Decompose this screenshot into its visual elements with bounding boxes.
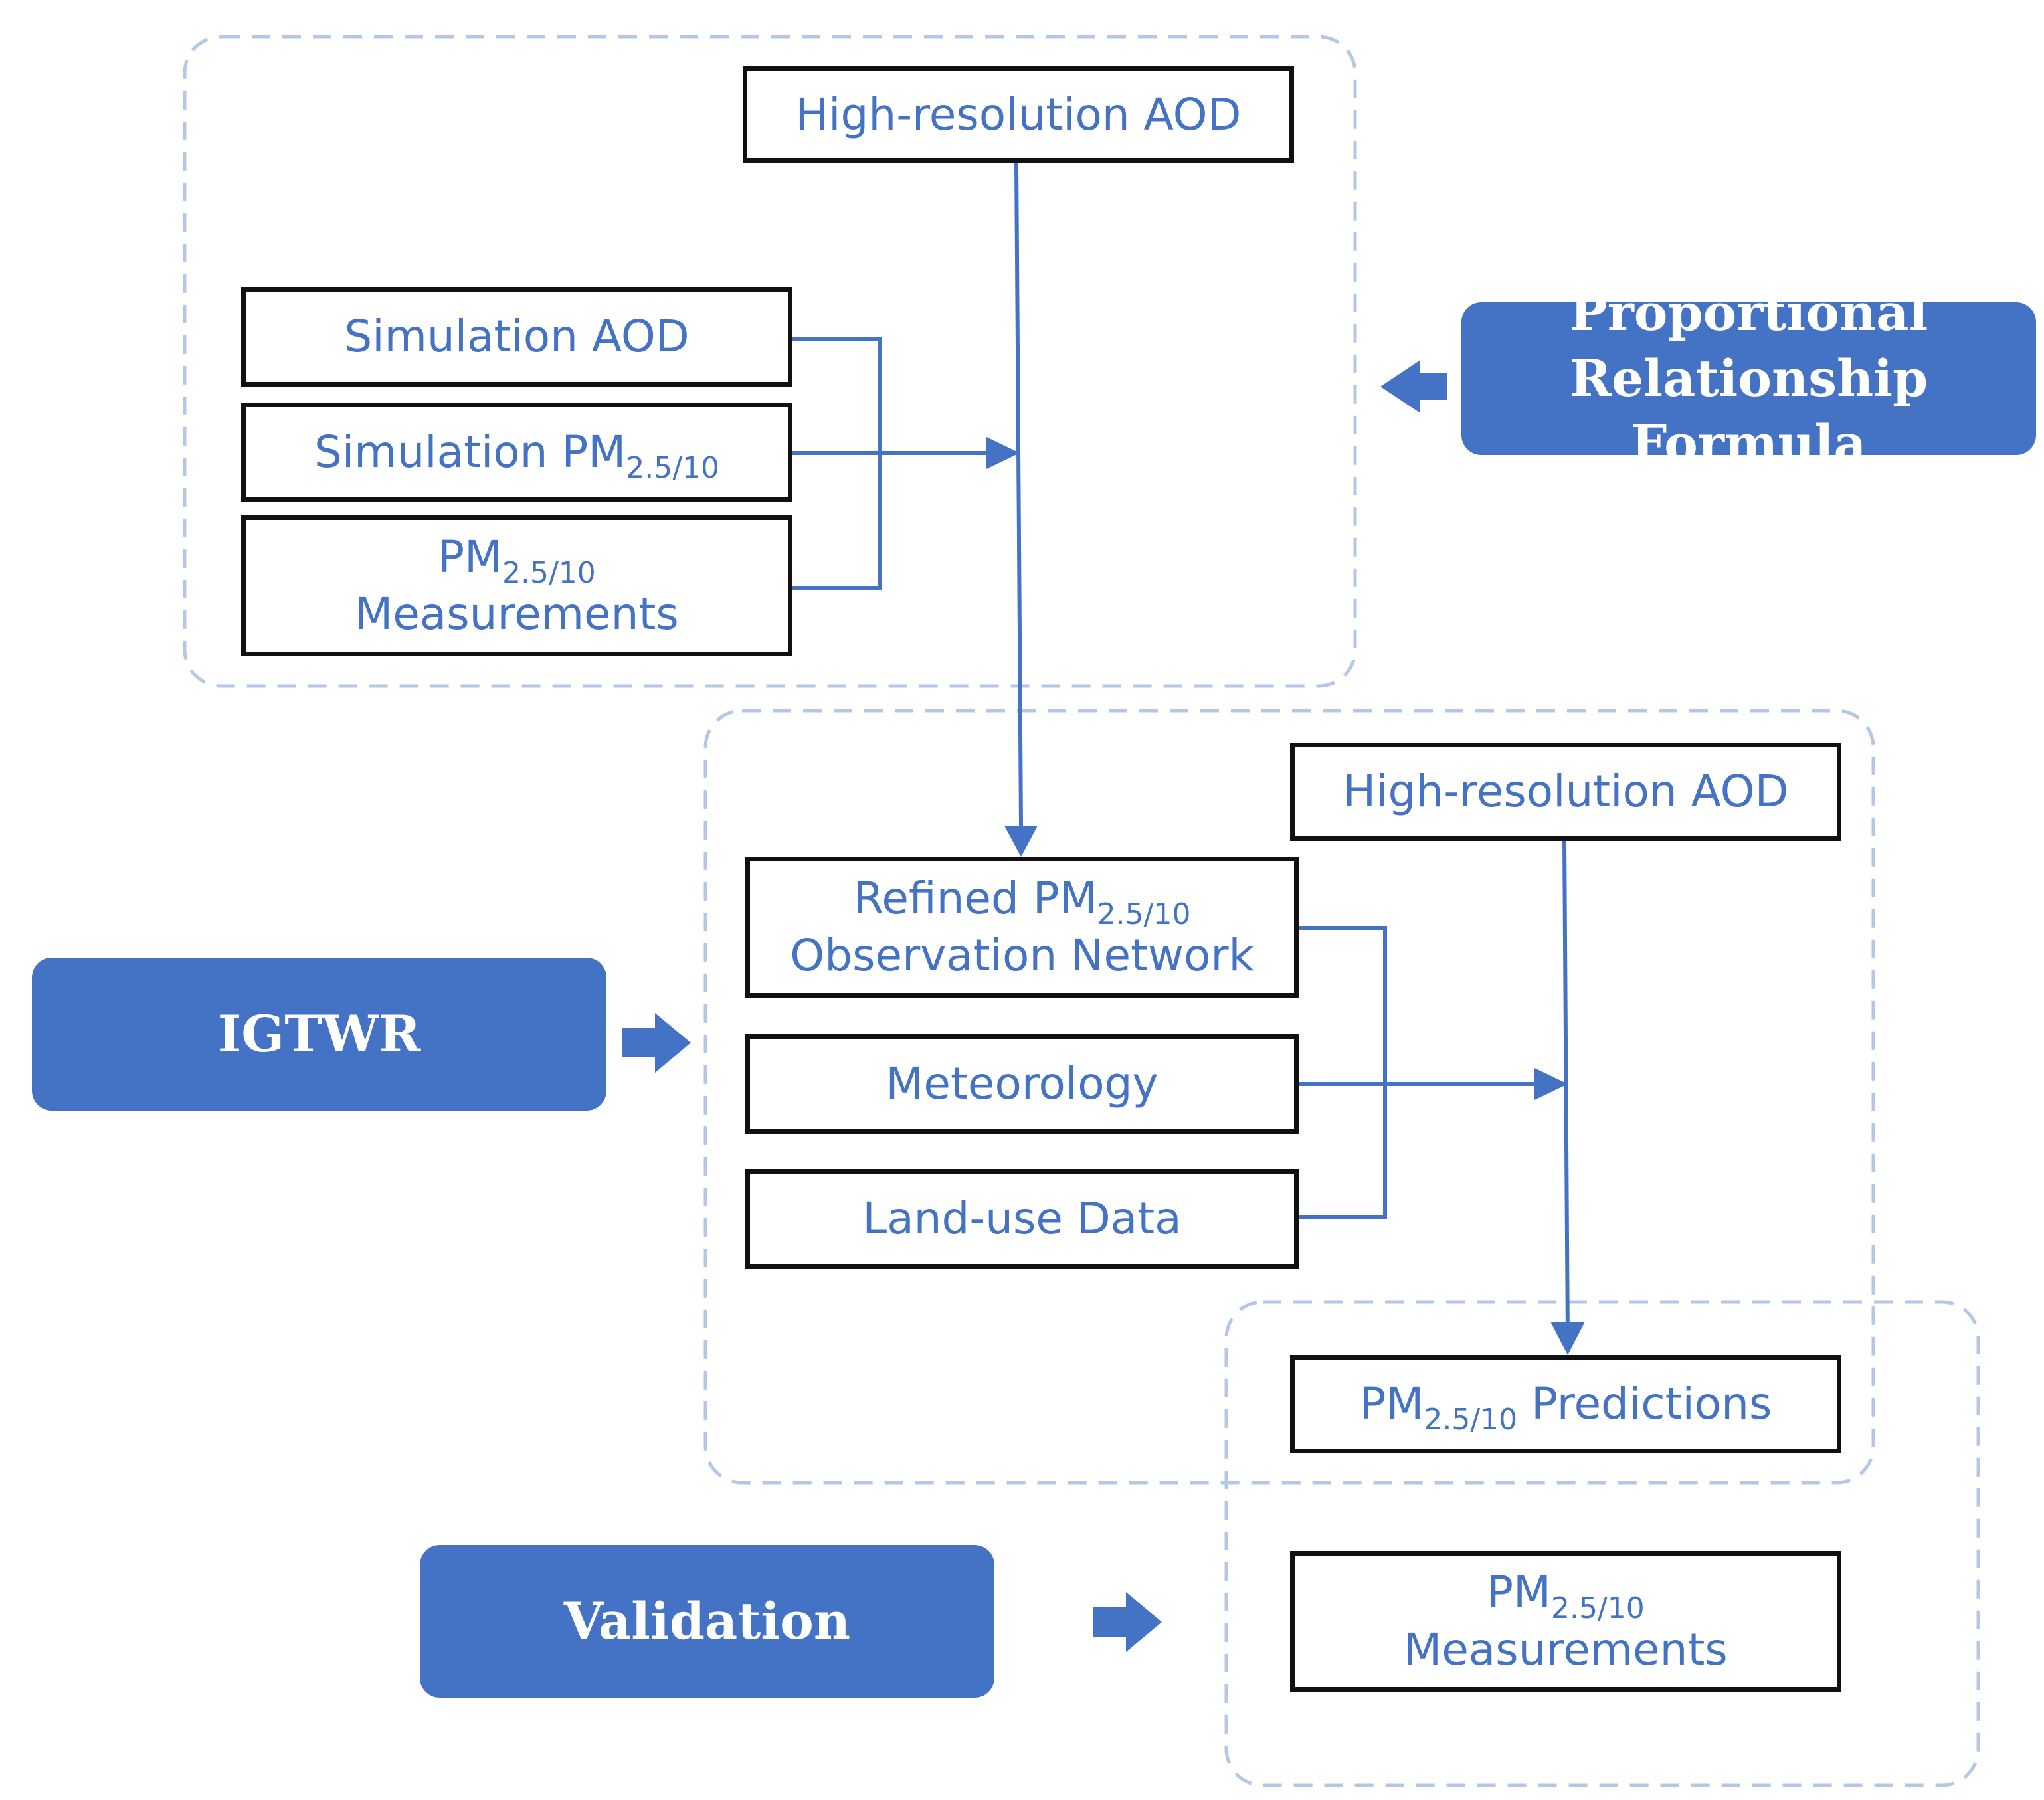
simulation-aod-box: Simulation AOD: [241, 287, 792, 387]
land-use-data-label: Land-use Data: [862, 1193, 1182, 1245]
connector-hr-aod-to-refined: [1014, 162, 1023, 826]
meteorology-label: Meteorology: [885, 1058, 1159, 1110]
arrowhead-sim-to-main: [986, 437, 1020, 469]
igtwr-box: IGTWR: [32, 958, 606, 1111]
pm-predictions-box: PM2.5/10 Predictions: [1290, 1355, 1841, 1453]
simulation-pm-prefix: Simulation PM: [314, 426, 626, 478]
proportional-line1: Proportional: [1569, 282, 1928, 342]
pm-measurements-top-line1: PM2.5/10: [438, 529, 596, 588]
refined-pm-observation-network-box: Refined PM2.5/10 Observation Network: [745, 857, 1299, 998]
arrowhead-to-refined: [1004, 826, 1038, 857]
high-resolution-aod-top-box: High-resolution AOD: [743, 66, 1294, 163]
validation-box: Validation: [420, 1545, 994, 1698]
simulation-pm-label: Simulation PM2.5/10: [314, 424, 719, 483]
refined-pm-subscript: 2.5/10: [1097, 897, 1191, 932]
block-arrow-igtwr: [622, 1013, 691, 1073]
pm-measurements-bottom-line2: Measurements: [1404, 1624, 1728, 1675]
pm-measurements-bottom-box: PM2.5/10 Measurements: [1290, 1551, 1841, 1692]
refined-pm-prefix: Refined PM: [853, 873, 1097, 925]
high-resolution-aod-top-label: High-resolution AOD: [795, 88, 1242, 140]
refined-pm-line2: Observation Network: [790, 930, 1254, 981]
arrowhead-meteorology-to-main: [1534, 1068, 1568, 1100]
proportional-line2: Relationship Formula: [1569, 348, 1928, 474]
igtwr-label: IGTWR: [217, 1004, 421, 1063]
refined-pm-line1: Refined PM2.5/10: [853, 870, 1191, 929]
pm-measurements-bottom-line1: PM2.5/10: [1487, 1564, 1645, 1623]
block-arrow-validation: [1093, 1592, 1162, 1652]
connector-hr-aod-to-predictions: [1562, 840, 1570, 1342]
pm-predictions-subscript: 2.5/10: [1424, 1403, 1518, 1437]
simulation-pm-subscript: 2.5/10: [626, 451, 720, 486]
simulation-pm-box: Simulation PM2.5/10: [241, 403, 792, 502]
pm-predictions-prefix: PM: [1359, 1378, 1424, 1430]
validation-label: Validation: [563, 1591, 851, 1651]
meteorology-box: Meteorology: [745, 1034, 1299, 1134]
pm-predictions-label: PM2.5/10 Predictions: [1359, 1376, 1772, 1435]
group-outline-top: [183, 35, 1357, 688]
pm-measurements-bottom-prefix: PM: [1487, 1567, 1551, 1619]
group-outline-middle: [703, 709, 1875, 1485]
proportional-relationship-formula-box: Proportional Relationship Formula: [1461, 283, 2036, 473]
pm-measurements-bottom-subscript: 2.5/10: [1550, 1591, 1645, 1626]
block-arrow-proportional: [1380, 360, 1447, 413]
land-use-data-box: Land-use Data: [745, 1169, 1299, 1269]
pm-measurements-top-subscript: 2.5/10: [502, 556, 596, 590]
pm-measurements-top-line2: Measurements: [355, 588, 679, 640]
pm-predictions-suffix: Predictions: [1531, 1378, 1772, 1430]
bracket-simulation-inputs: [792, 337, 882, 590]
pm-measurements-top-prefix: PM: [438, 531, 502, 583]
arrowhead-to-predictions: [1550, 1322, 1585, 1355]
high-resolution-aod-mid-label: High-resolution AOD: [1343, 766, 1789, 818]
high-resolution-aod-mid-box: High-resolution AOD: [1290, 743, 1841, 841]
bracket-middle-inputs: [1299, 926, 1387, 1219]
group-outline-bottom: [1224, 1300, 1980, 1787]
simulation-aod-label: Simulation AOD: [344, 311, 690, 363]
pm-measurements-top-box: PM2.5/10 Measurements: [241, 515, 792, 656]
